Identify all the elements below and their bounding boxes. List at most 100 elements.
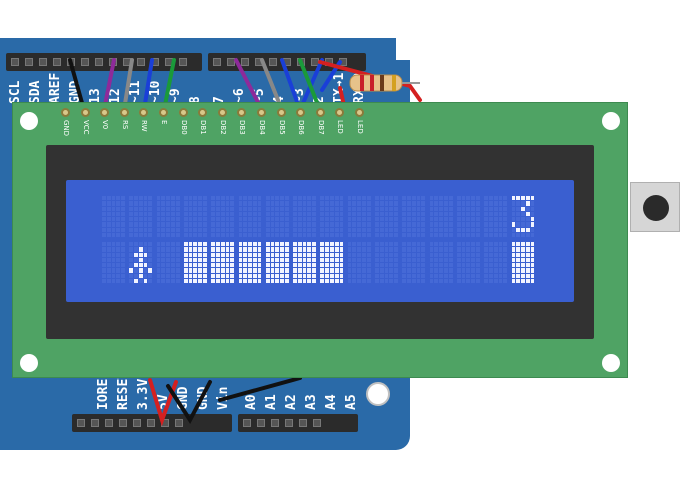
lcd-cell — [429, 242, 453, 283]
lcd-cell — [484, 196, 508, 237]
lcd-pin-db3[interactable] — [237, 108, 247, 117]
lcd-pin-rs[interactable] — [119, 108, 129, 117]
mount-hole-bottom-right — [602, 354, 620, 372]
lcd-cell — [320, 242, 344, 283]
header-pin[interactable] — [299, 419, 307, 427]
lcd-screen — [66, 180, 574, 302]
lcd-pin-db7[interactable] — [315, 108, 325, 117]
header-pin[interactable] — [11, 58, 19, 66]
lcd-pin-label: DB2 — [218, 120, 227, 135]
wire-db4 — [234, 58, 264, 112]
lcd-cell — [156, 196, 180, 237]
header-pin[interactable] — [227, 58, 235, 66]
wire-rs — [122, 58, 134, 112]
wire-gnd-run — [218, 376, 302, 402]
lcd-cell — [129, 242, 153, 283]
lcd-pin-label: E — [160, 120, 168, 125]
header-pin[interactable] — [313, 419, 321, 427]
lcd-pin-label: LED — [356, 120, 364, 134]
header-pin[interactable] — [269, 58, 277, 66]
lcd-cell — [293, 242, 317, 283]
lcd-cell — [375, 242, 398, 283]
header-pin[interactable] — [243, 419, 251, 427]
header-pin[interactable] — [95, 58, 103, 66]
lcd-cell — [129, 196, 153, 237]
lcd-cell — [456, 196, 480, 237]
lcd-pin-v0[interactable] — [100, 108, 110, 117]
lcd-pin-db6[interactable] — [296, 108, 306, 117]
lcd-pin-label: DB5 — [277, 120, 286, 135]
wire-gnd — [68, 58, 86, 112]
wire-5v — [148, 378, 178, 427]
lcd-pin-rw[interactable] — [139, 108, 149, 117]
pot-knob-icon[interactable] — [643, 195, 669, 221]
header-pin[interactable] — [257, 419, 265, 427]
lcd-pin-label: DB1 — [199, 120, 208, 135]
header-pin[interactable] — [77, 419, 85, 427]
header-pin[interactable] — [119, 419, 127, 427]
lcd-pin-vcc[interactable] — [80, 108, 90, 117]
wire-v0 — [102, 58, 116, 112]
board-notch — [396, 38, 410, 60]
lcd-pin-db4[interactable] — [257, 108, 266, 117]
lcd-cell — [511, 242, 535, 283]
header-pin[interactable] — [285, 419, 293, 427]
header-pin[interactable] — [147, 419, 155, 427]
lcd-pin-e[interactable] — [159, 108, 168, 117]
lcd-cell — [265, 242, 289, 283]
lcd-pin-db0[interactable] — [178, 108, 188, 117]
header-pin[interactable] — [39, 58, 47, 66]
lcd-pin-label: DB0 — [179, 120, 188, 135]
header-pin[interactable] — [105, 419, 113, 427]
contrast-potentiometer[interactable] — [630, 182, 680, 232]
digital-header-left[interactable] — [6, 53, 202, 71]
header-pin[interactable] — [137, 58, 145, 66]
wire-db7b — [298, 58, 322, 112]
lcd-cell — [484, 242, 508, 283]
lcd-cell — [265, 196, 289, 237]
lcd-cell — [347, 242, 371, 283]
lcd-cell — [293, 196, 317, 237]
lcd-cell — [156, 242, 180, 283]
lcd-cell — [238, 196, 262, 237]
digital-header-right[interactable] — [208, 53, 366, 71]
lcd-pin-label: DB7 — [316, 120, 325, 135]
resistor — [349, 74, 420, 92]
lcd-cell — [347, 196, 371, 237]
lcd-cell — [183, 196, 207, 237]
lcd-cell — [320, 196, 344, 237]
header-pin[interactable] — [175, 419, 183, 427]
reset-button[interactable] — [366, 382, 390, 406]
lcd-pin-label: RS — [120, 120, 129, 130]
header-pin[interactable] — [91, 419, 99, 427]
wire-rw — [162, 58, 176, 112]
lcd-pin-label: V0 — [101, 120, 110, 130]
analog-header[interactable] — [238, 414, 358, 432]
lcd-pin-gnd[interactable] — [61, 108, 70, 117]
lcd-cell — [238, 242, 262, 283]
lcd-pin-led[interactable] — [335, 108, 345, 117]
lcd-cell — [511, 196, 535, 237]
lcd-pin-db2[interactable] — [217, 108, 227, 117]
lcd-pin-db1[interactable] — [198, 108, 208, 117]
wire-gnd-bottom — [166, 380, 212, 424]
header-pin[interactable] — [213, 58, 221, 66]
lcd-pin-led[interactable] — [355, 108, 364, 117]
header-pin[interactable] — [25, 58, 33, 66]
header-pin[interactable] — [271, 419, 279, 427]
lcd-pin-label: DB4 — [258, 120, 266, 135]
lcd-pin-label: GND — [62, 120, 70, 137]
lcd-cell — [183, 242, 207, 283]
lcd-cell — [402, 242, 426, 283]
header-pin[interactable] — [81, 58, 89, 66]
header-pin[interactable] — [179, 58, 187, 66]
lcd-pin-label: VCC — [81, 120, 90, 135]
header-pin[interactable] — [53, 58, 61, 66]
lcd-cell — [375, 196, 398, 237]
header-pin[interactable] — [241, 58, 249, 66]
lcd-pin-db5[interactable] — [276, 108, 286, 117]
wire-led-plus — [318, 60, 422, 102]
header-pin[interactable] — [133, 419, 141, 427]
